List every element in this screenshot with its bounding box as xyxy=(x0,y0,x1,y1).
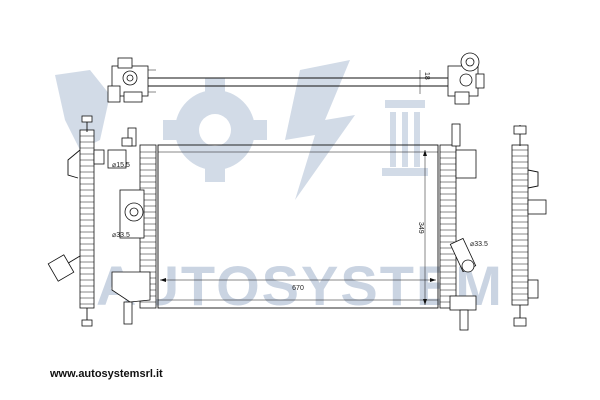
top-left-fitting xyxy=(107,57,156,103)
left-side-view xyxy=(47,115,105,327)
dim-inlet-dia: ⌀15.5 xyxy=(112,162,130,169)
figure-icon xyxy=(55,70,110,150)
gear-icon xyxy=(163,78,267,182)
dim-outlet-dia: ⌀33.5 xyxy=(470,241,488,248)
dim-top-gap: 18 xyxy=(423,72,430,80)
dim-height: 349 xyxy=(417,222,424,234)
dim-width: 670 xyxy=(292,285,304,292)
watermark: AUTOSYSTEM xyxy=(55,60,504,317)
right-side-view xyxy=(511,125,547,327)
top-right-fitting xyxy=(447,52,485,105)
column-icon xyxy=(382,100,428,176)
dim-cap-dia: ⌀33.5 xyxy=(112,232,130,239)
front-view: 670 349 ⌀15.5 ⌀33.5 ⌀33.5 xyxy=(107,123,488,331)
top-view: 18 xyxy=(107,52,485,105)
lightning-icon xyxy=(285,60,355,200)
website-link[interactable]: www.autosystemsrl.it xyxy=(50,368,163,380)
watermark-text: AUTOSYSTEM xyxy=(96,254,504,317)
